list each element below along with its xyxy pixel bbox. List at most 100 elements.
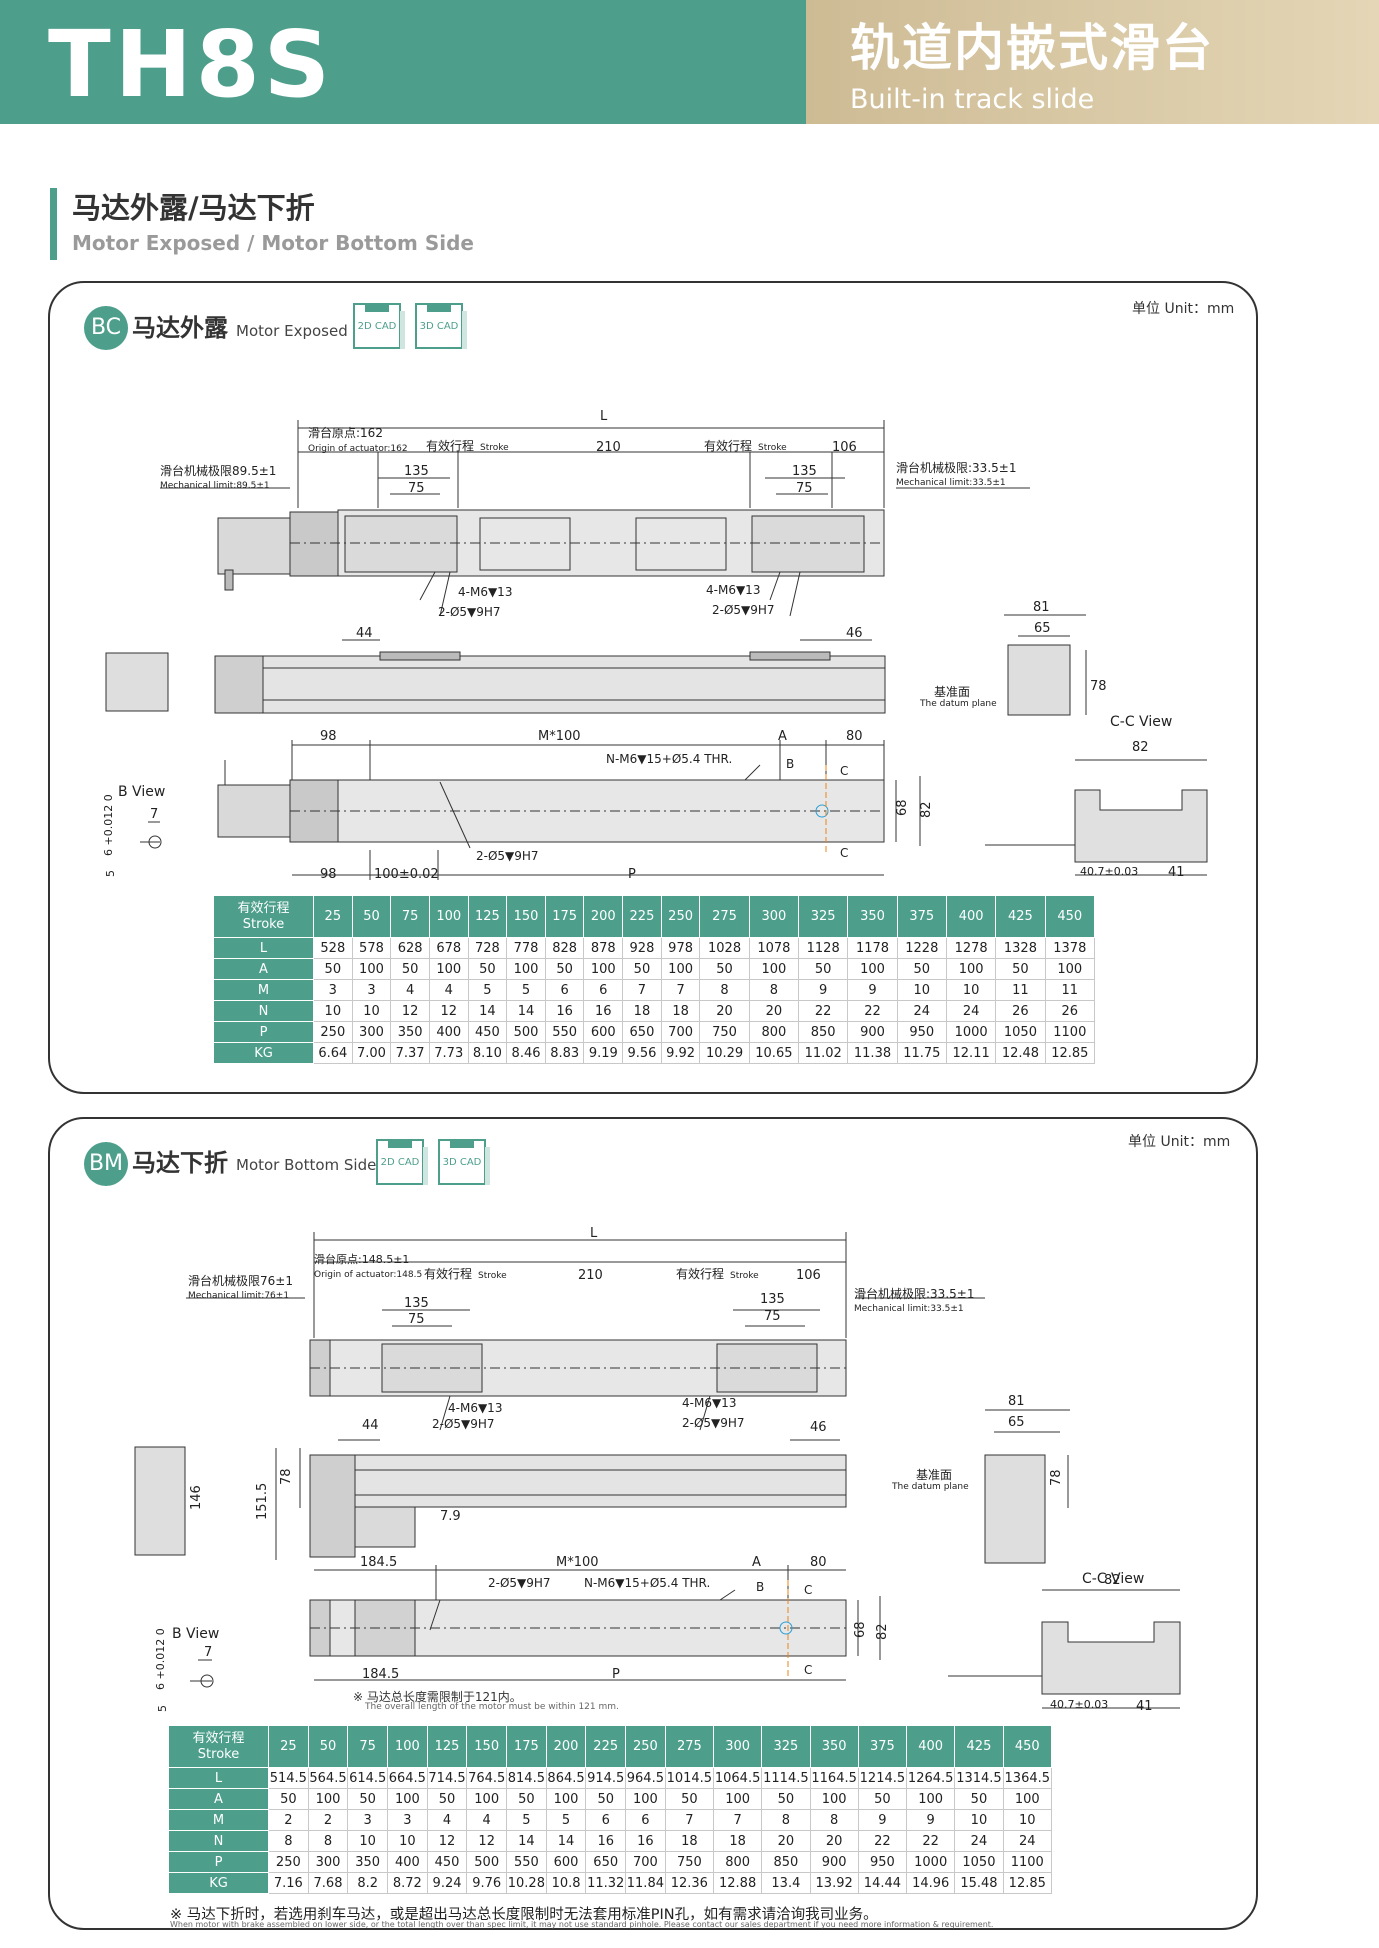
- table-cell: 12.85: [1044, 1042, 1096, 1064]
- table-cell: 750: [664, 1851, 714, 1873]
- unit-label: 单位 Unit：mm: [1132, 301, 1235, 317]
- table-cell: 550: [544, 1021, 585, 1043]
- table-cell: 514.5: [268, 1767, 309, 1789]
- dim-210: 210: [578, 1268, 603, 1283]
- table-cell: 8.2: [347, 1872, 389, 1894]
- c-marker-bottom: C: [840, 846, 848, 860]
- badge-bc: BC: [84, 306, 128, 350]
- table-cell: 10: [1002, 1809, 1053, 1831]
- table-cell: 4: [426, 1809, 468, 1831]
- stroke-col-header: 225: [585, 1725, 627, 1768]
- table-cell: 664.5: [387, 1767, 428, 1789]
- table-cell: 1064.5: [712, 1767, 763, 1789]
- table-cell: 20: [748, 1000, 800, 1022]
- dim-78: 78: [1049, 1469, 1064, 1486]
- unit-label: 单位 Unit：mm: [1128, 1134, 1231, 1150]
- dim-75-left: 75: [408, 1312, 425, 1327]
- dim-100: 100±0.02: [374, 867, 439, 882]
- stroke-col-header: 375: [896, 895, 947, 938]
- thr-label: N-M6▼15+Ø5.4 THR.: [584, 1576, 710, 1590]
- table-cell: 10: [954, 1809, 1004, 1831]
- table-cell: 50: [896, 958, 947, 980]
- dim-146: 146: [189, 1485, 204, 1510]
- cad-3d-button[interactable]: 3D CAD: [415, 303, 467, 349]
- table-cell: 850: [761, 1851, 811, 1873]
- table-cell: 1100: [1002, 1851, 1053, 1873]
- dim-P: P: [612, 1667, 620, 1682]
- table-cell: 50: [390, 958, 430, 980]
- table-cell: 9: [857, 1809, 908, 1831]
- table-cell: 16: [585, 1830, 627, 1852]
- origin-cn: 滑台原点:148.5±1: [314, 1252, 409, 1266]
- limit-right-cn: 滑台机械极限:33.5±1: [896, 460, 1016, 475]
- stroke-right-cn: 有效行程: [676, 1266, 724, 1281]
- pin-bottom: 2-Ø5▼9H7: [476, 849, 539, 863]
- table-cell: 9: [906, 1809, 956, 1831]
- stroke-col-header: 325: [798, 895, 849, 938]
- row-label: N: [168, 1830, 269, 1852]
- table-cell: 50: [506, 1788, 547, 1810]
- dim-407: 40.7±0.03: [1080, 865, 1138, 878]
- table-cell: 900: [809, 1851, 859, 1873]
- table-cell: 14: [545, 1830, 587, 1852]
- table-cell: 22: [847, 1000, 898, 1022]
- dim-1845-top: 184.5: [360, 1555, 397, 1570]
- footnote-cn: ※ 马达下折时，若选用刹车马达，或是超出马达总长度限制时无法套用标准PIN孔，如…: [170, 1907, 878, 1923]
- stroke-left-en: Stroke: [478, 1271, 507, 1281]
- dim-81: 81: [1008, 1394, 1025, 1409]
- c-marker-bottom: C: [804, 1663, 812, 1677]
- table-cell: 7.16: [268, 1872, 309, 1894]
- table-cell: 9.92: [660, 1042, 701, 1064]
- panel-title-en: Motor Bottom Side: [236, 1156, 377, 1174]
- table-cell: 1050: [954, 1851, 1004, 1873]
- stroke-header-cn: 有效行程: [192, 1730, 245, 1746]
- panel-title-cn: 马达下折: [132, 1149, 228, 1177]
- table-cell: 1314.5: [954, 1767, 1004, 1789]
- dim-6: 6 +0.012 0: [154, 1628, 167, 1690]
- table-cell: 950: [857, 1851, 908, 1873]
- dim-75-right: 75: [764, 1309, 781, 1324]
- table-cell: 12: [426, 1830, 468, 1852]
- cad-2d-button[interactable]: 2D CAD: [376, 1139, 428, 1185]
- table-cell: 650: [622, 1021, 662, 1043]
- pin-right: 2-Ø5▼9H7: [682, 1416, 745, 1430]
- table-cell: 450: [467, 1021, 508, 1043]
- table-cell: 14.96: [906, 1872, 956, 1894]
- table-cell: 14: [467, 1000, 508, 1022]
- dim-1515: 151.5: [255, 1483, 270, 1520]
- limit-left-cn: 滑台机械极限76±1: [188, 1273, 293, 1288]
- cc-view-label: C-C View: [1082, 1571, 1144, 1587]
- table-cell: 100: [1002, 1788, 1053, 1810]
- cad-2d-button[interactable]: 2D CAD: [353, 303, 405, 349]
- table-cell: 10: [896, 979, 947, 1001]
- stroke-right-en: Stroke: [758, 443, 787, 453]
- dim-5: 5: [156, 1705, 169, 1712]
- product-title-cn: 轨道内嵌式滑台: [850, 19, 1214, 77]
- table-cell: 600: [545, 1851, 587, 1873]
- stroke-col-header: 425: [995, 895, 1046, 938]
- tap-left: 4-M6▼13: [448, 1401, 502, 1415]
- dim-78-side: 78: [279, 1468, 294, 1485]
- table-cell: 12.36: [664, 1872, 714, 1894]
- origin-en: Origin of actuator:162: [308, 444, 408, 454]
- stroke-col-header: 100: [428, 895, 469, 938]
- stroke-col-header: 275: [664, 1725, 714, 1768]
- table-cell: 714.5: [426, 1767, 468, 1789]
- table-cell: 1364.5: [1002, 1767, 1053, 1789]
- pin-right: 2-Ø5▼9H7: [712, 603, 775, 617]
- stroke-col-header: 200: [583, 895, 624, 938]
- table-cell: 8.46: [506, 1042, 546, 1064]
- table-cell: 864.5: [545, 1767, 587, 1789]
- stroke-col-header: 75: [390, 895, 430, 938]
- table-cell: 7.37: [390, 1042, 430, 1064]
- table-cell: 1278: [945, 937, 997, 959]
- thr-label: N-M6▼15+Ø5.4 THR.: [606, 752, 732, 766]
- cad-3d-button[interactable]: 3D CAD: [438, 1139, 490, 1185]
- table-cell: 650: [585, 1851, 627, 1873]
- table-cell: 24: [954, 1830, 1004, 1852]
